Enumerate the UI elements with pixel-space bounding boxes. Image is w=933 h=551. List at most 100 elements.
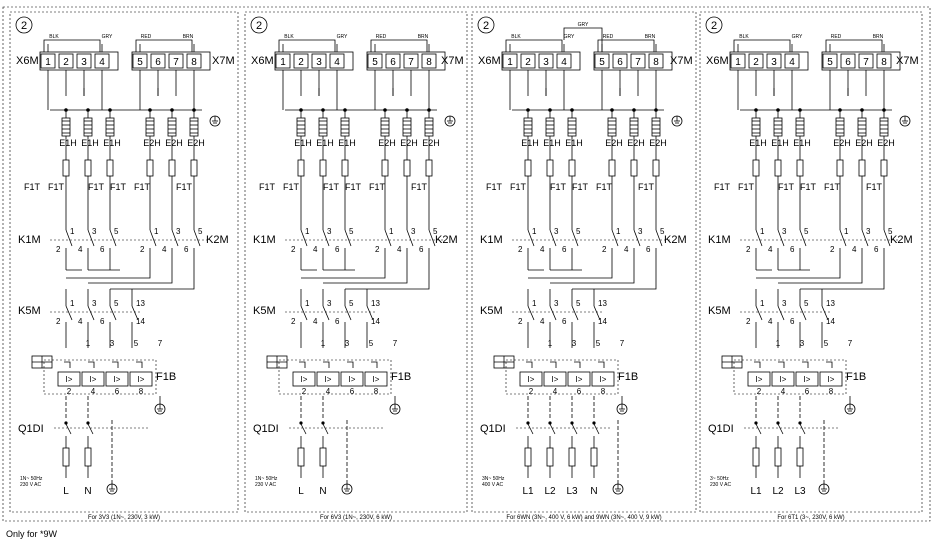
heater-e2h-label: E2H xyxy=(165,138,183,148)
supply-terminal-l: L xyxy=(298,486,304,497)
wire-loop xyxy=(278,39,336,52)
contact-number-top: 1 xyxy=(760,227,765,236)
fuse-label: F1T xyxy=(738,182,755,192)
breaker-number-bottom: 2 xyxy=(67,387,72,396)
contact-switch xyxy=(65,229,73,247)
breaker-pole xyxy=(543,371,567,387)
thermal-fuse xyxy=(403,159,411,177)
thermal-fuse xyxy=(297,159,305,177)
contact-switch xyxy=(633,229,641,247)
contact-number-bottom: 2 xyxy=(746,317,751,326)
wire-color-label: BLK xyxy=(739,34,749,40)
disconnect-q1di-label: Q1DI xyxy=(708,423,734,435)
contact-number-bottom: 2 xyxy=(602,245,607,254)
contact-switch xyxy=(87,305,95,321)
contact-switch xyxy=(593,305,601,321)
breaker-number-top: 1 xyxy=(776,339,781,348)
contact-number-bottom: 4 xyxy=(313,245,318,254)
breaker-trip-contact xyxy=(347,361,354,368)
connector-x6m-block xyxy=(729,51,809,71)
heater-e2h-label: E2H xyxy=(605,138,623,148)
supply-terminal-l1: L1 xyxy=(522,486,534,497)
wire-color-label: BLK xyxy=(284,34,294,40)
terminal-number: 4 xyxy=(561,57,567,68)
connector-x7m-label: X7M xyxy=(212,55,235,67)
terminal-number: 8 xyxy=(191,57,197,68)
thermal-fuse xyxy=(880,159,888,177)
breaker-trip-contact xyxy=(574,361,581,368)
fuse-label: F1T xyxy=(510,182,527,192)
breaker-number-top: 7 xyxy=(620,339,625,348)
contact-number-top: 3 xyxy=(866,227,871,236)
contact-switch xyxy=(527,305,535,321)
thermal-fuse xyxy=(546,159,554,177)
breaker-pole-symbol: I> xyxy=(552,375,559,384)
breaker-pole-symbol: I> xyxy=(325,375,332,384)
wire-color-label: GRY xyxy=(792,34,803,40)
breaker-pole-symbol: I> xyxy=(114,375,121,384)
breaker-pole xyxy=(57,371,81,387)
contact-number-top: 3 xyxy=(782,299,787,308)
contact-switch xyxy=(109,229,117,247)
panel-number: 2 xyxy=(21,20,27,32)
wire-bridge xyxy=(563,27,603,52)
contact-number-bottom: 4 xyxy=(540,245,545,254)
contact-number-top: 1 xyxy=(70,299,75,308)
contact-switch xyxy=(549,229,557,247)
breaker-number-top: 3 xyxy=(800,339,805,348)
breaker-f1b-label: F1B xyxy=(618,371,638,383)
terminal-number: 6 xyxy=(155,57,161,68)
contact-number-bottom: 4 xyxy=(78,317,83,326)
wire-loop xyxy=(370,39,428,52)
terminal-box xyxy=(612,53,628,69)
heater-e1h-label: E1H xyxy=(565,138,583,148)
contact-number-bottom: 2 xyxy=(56,245,61,254)
contact-switch xyxy=(571,229,579,247)
thermal-fuse xyxy=(84,159,92,177)
terminal-box xyxy=(293,53,309,69)
breaker-number-bottom: 2 xyxy=(757,387,762,396)
wire-color-label: RED xyxy=(603,34,614,40)
breaker-number-bottom: 6 xyxy=(577,387,582,396)
supply-fuse xyxy=(319,447,327,467)
terminal-number: 1 xyxy=(45,57,51,68)
fuse-label: F1T xyxy=(48,182,65,192)
heater-e2h-label: E2H xyxy=(649,138,667,148)
panel-caption: For 6T1 (3~, 230V, 6 kW) xyxy=(777,515,844,521)
contact-switch xyxy=(839,229,847,247)
contact-number-top: 5 xyxy=(198,227,203,236)
contact-switch xyxy=(821,305,829,321)
panel-border xyxy=(471,11,697,513)
supply-terminal-n: N xyxy=(84,486,91,497)
disconnect-node xyxy=(592,421,596,425)
contact-number-top: 13 xyxy=(598,299,607,308)
breaker-number-bottom: 8 xyxy=(829,387,834,396)
contact-number-top: 3 xyxy=(327,299,332,308)
fuse-label: F1T xyxy=(596,182,613,192)
breaker-pole xyxy=(316,371,340,387)
supply-terminal-n: N xyxy=(319,486,326,497)
breaker-trip-contact xyxy=(778,361,785,368)
contact-switch xyxy=(527,229,535,247)
breaker-number-top: 1 xyxy=(321,339,326,348)
terminal-box xyxy=(132,53,148,69)
terminal-box xyxy=(784,53,800,69)
supply-spec: 1N~ 50Hz xyxy=(255,476,278,482)
breaker-pole xyxy=(292,371,316,387)
thermal-fuse xyxy=(62,159,70,177)
connector-x6m-block xyxy=(501,51,581,71)
heater-e2h-label: E2H xyxy=(187,138,205,148)
supply-fuse xyxy=(62,447,70,467)
thermal-fuse xyxy=(381,159,389,177)
breaker-pole xyxy=(795,371,819,387)
contact-switch xyxy=(611,229,619,247)
thermal-fuse xyxy=(190,159,198,177)
terminal-box xyxy=(329,53,345,69)
panel-number-circle xyxy=(250,16,268,34)
contact-switch xyxy=(799,305,807,321)
breaker-pole-symbol: I> xyxy=(804,375,811,384)
contact-number-bottom: 4 xyxy=(852,245,857,254)
contact-number-bottom: 6 xyxy=(184,245,189,254)
breaker-trip-contact xyxy=(754,361,761,368)
terminal-box xyxy=(385,53,401,69)
